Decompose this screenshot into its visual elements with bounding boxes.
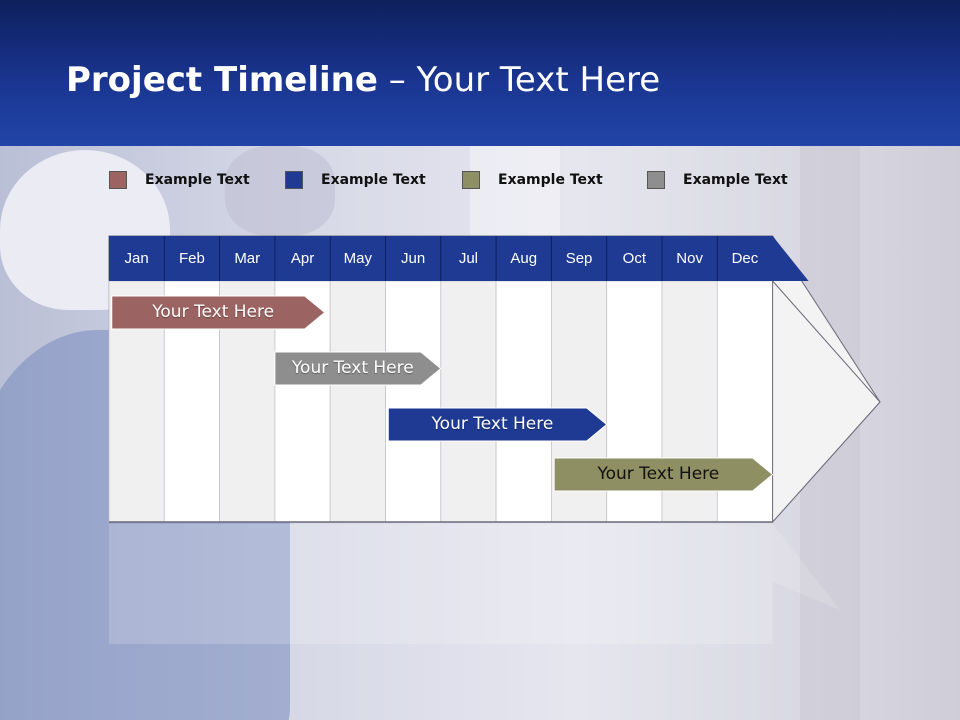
legend-label: Example Text	[683, 172, 788, 188]
task-bar-label: Your Text Here	[597, 464, 720, 484]
month-label: Mar	[234, 250, 261, 267]
legend-swatch	[109, 171, 127, 189]
task-bar-label: Your Text Here	[152, 302, 275, 322]
legend-label: Example Text	[321, 172, 426, 188]
month-label: Nov	[676, 250, 703, 267]
slide-title: Project Timeline – Your Text Here	[66, 60, 660, 100]
month-column	[440, 280, 497, 523]
task-bar	[274, 351, 442, 386]
legend-item: Example Text	[285, 170, 426, 190]
month-column	[495, 280, 552, 523]
month-label: Aug	[510, 250, 538, 267]
month-label: Sep	[565, 250, 593, 267]
task-bar-label: Your Text Here	[291, 358, 414, 378]
month-label: Dec	[731, 250, 759, 267]
legend-swatch	[462, 171, 480, 189]
month-column	[385, 280, 442, 523]
worker-head-shape	[225, 146, 335, 236]
task-bar	[553, 457, 774, 492]
arrow-reflection	[772, 524, 840, 610]
month-column	[329, 280, 386, 523]
timeline-reflection	[109, 524, 773, 644]
slide-header: Project Timeline – Your Text Here	[0, 0, 960, 146]
legend-item: Example Text	[462, 170, 603, 190]
month-label: Jun	[401, 250, 426, 267]
month-label: Jul	[458, 250, 479, 267]
legend-item: Example Text	[647, 170, 788, 190]
month-header-band	[109, 236, 809, 281]
month-label: May	[343, 250, 372, 267]
task-bar	[111, 295, 326, 330]
title-bold: Project Timeline	[66, 60, 378, 100]
legend-label: Example Text	[498, 172, 603, 188]
title-rest: – Your Text Here	[377, 60, 661, 100]
month-label: Feb	[179, 250, 205, 267]
legend-label: Example Text	[145, 172, 250, 188]
arrow-tip	[772, 279, 881, 524]
task-bar-label: Your Text Here	[431, 414, 554, 434]
month-label: Jan	[124, 250, 149, 267]
month-label: Apr	[290, 250, 315, 267]
month-label: Oct	[622, 250, 646, 267]
legend-swatch	[647, 171, 665, 189]
legend-swatch	[285, 171, 303, 189]
task-bar	[387, 407, 608, 442]
legend-item: Example Text	[109, 170, 250, 190]
